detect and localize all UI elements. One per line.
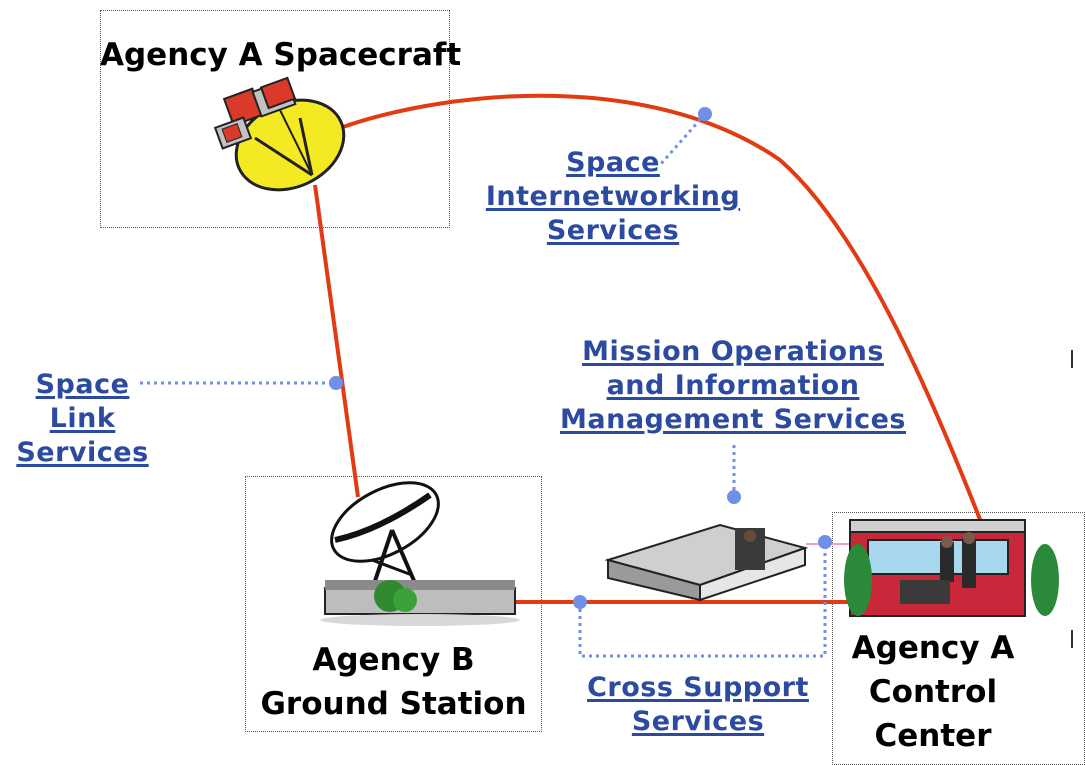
spacecraft-to-ground-link [313,184,360,498]
control-center-title: Agency A Control Center [832,626,1034,758]
internetworking-dot [698,107,712,121]
ground-station-title-line1: Agency B [312,642,475,678]
internetworking-connector [658,113,707,166]
control-center-icon [844,519,1059,617]
mission-operations-line1: Mission Operations [582,336,884,367]
control-center-title-line3: Center [874,718,992,754]
cross-support-services-link[interactable]: Cross Support Services [562,671,834,739]
mission-ops-dot [727,490,741,504]
space-link-services-link[interactable]: Space Link Services [5,368,160,470]
spacecraft-title: Agency A Spacecraft [100,37,462,73]
mission-operations-services-link[interactable]: Mission Operations and Information Manag… [534,335,932,437]
ground-station-title: Agency B Ground Station [245,638,542,726]
control-center-dot [818,535,832,549]
space-link-line3: Services [16,437,149,468]
spacecraft-icon [213,76,346,192]
space-internetworking-line1: Space [566,147,660,178]
control-center-title-line1: Agency A [851,630,1015,666]
control-center-title-line2: Control [868,674,998,710]
cross-support-dot [573,595,587,609]
space-internetworking-services-link[interactable]: Space Internetworking Services [462,146,764,248]
space-link-line1: Space [35,369,130,400]
cross-support-line2: Services [631,706,765,737]
ground-station-title-line2: Ground Station [260,686,527,722]
space-internetworking-line3: Services [546,215,680,246]
space-internetworking-line2: Internetworking [485,181,741,212]
spacecraft-box [100,10,450,228]
spacecraft-to-control-link [342,93,990,541]
cross-support-connector [578,542,827,658]
space-link-line2: Link [49,403,116,434]
mission-ops-building-icon [604,523,809,602]
mission-operations-line3: Management Services [560,404,906,435]
cross-support-line1: Cross Support [587,672,809,703]
mission-operations-line2: and Information [606,370,860,401]
space-link-dot [329,376,343,390]
ground-station-icon [320,481,520,626]
